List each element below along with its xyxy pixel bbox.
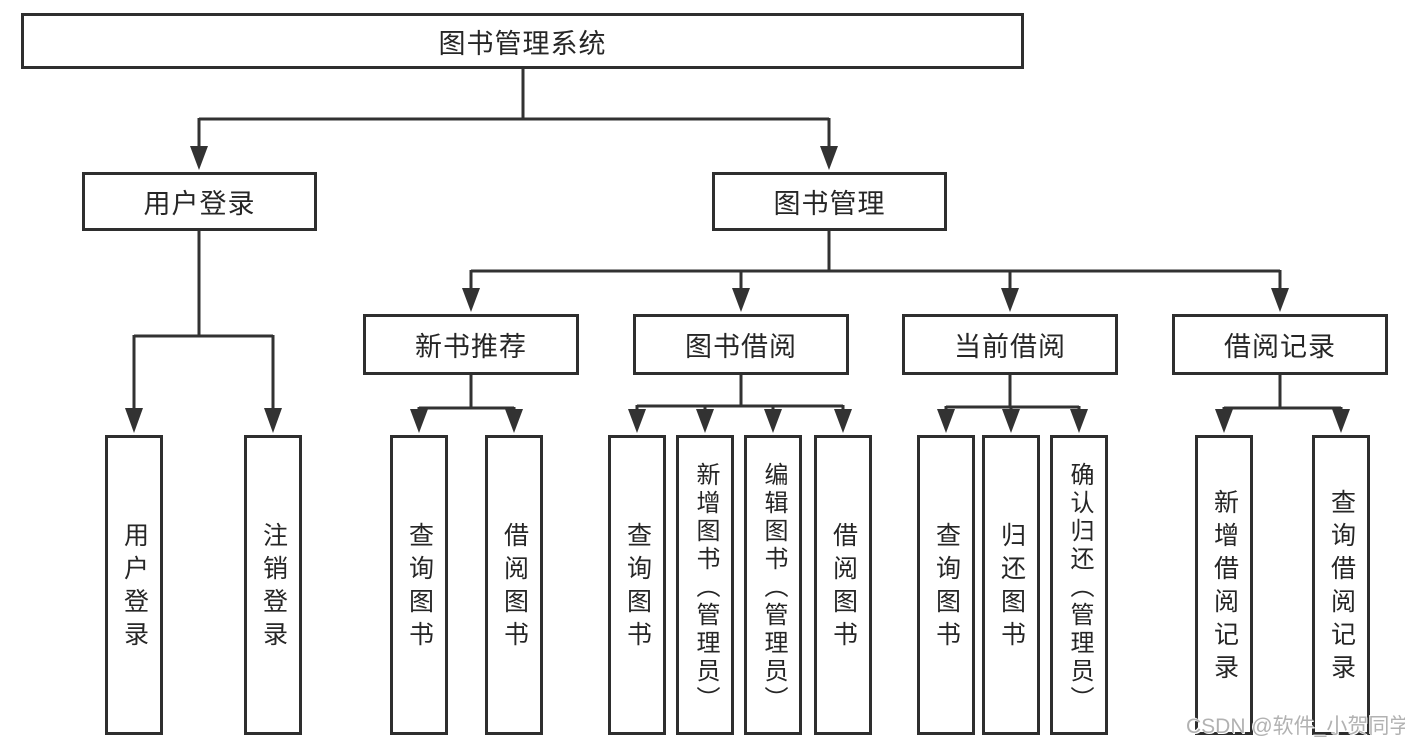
node-borrowing-label: 图书借阅: [685, 332, 797, 362]
arrowhead-icon: [505, 409, 523, 433]
leaf-user-login-label: 用户登录: [120, 522, 149, 654]
leaf-query-books-1: 查询图书: [390, 435, 448, 735]
node-borrowing: 图书借阅: [633, 314, 849, 375]
leaf-user-login: 用户登录: [105, 435, 163, 735]
leaf-confirm-return-admin-label: 确认归还（管理员）: [1066, 462, 1093, 714]
leaf-add-borrow-record-label: 新增借阅记录: [1210, 489, 1239, 687]
leaf-return-book-label: 归还图书: [997, 522, 1026, 654]
arrowhead-icon: [264, 408, 282, 433]
node-borrow-records-label: 借阅记录: [1224, 332, 1336, 362]
csdn-watermark: CSDN @软件_小贺同学: [1186, 715, 1405, 738]
node-current-borrow: 当前借阅: [902, 314, 1118, 375]
node-new-books: 新书推荐: [363, 314, 579, 375]
leaf-logout-label: 注销登录: [259, 522, 288, 654]
arrowhead-icon: [190, 146, 208, 170]
arrowhead-icon: [125, 408, 143, 433]
leaf-add-borrow-record: 新增借阅记录: [1195, 435, 1253, 735]
leaf-query-borrow-record: 查询借阅记录: [1312, 435, 1370, 735]
leaf-add-book-admin-label: 新增图书（管理员）: [692, 462, 719, 714]
node-root-label: 图书管理系统: [438, 28, 607, 59]
leaf-query-books-2: 查询图书: [608, 435, 666, 735]
leaf-borrow-books-2-label: 借阅图书: [829, 522, 858, 654]
node-current-borrow-label: 当前借阅: [954, 332, 1066, 362]
node-book-mgmt: 图书管理: [712, 172, 947, 231]
arrowhead-icon: [1215, 409, 1233, 433]
leaf-logout: 注销登录: [244, 435, 302, 735]
node-new-books-label: 新书推荐: [415, 332, 527, 362]
arrowhead-icon: [1070, 409, 1088, 433]
node-book-mgmt-label: 图书管理: [773, 189, 886, 219]
arrowhead-icon: [696, 409, 714, 433]
leaf-add-book-admin: 新增图书（管理员）: [676, 435, 734, 735]
arrowhead-icon: [1002, 409, 1020, 433]
leaf-confirm-return-admin: 确认归还（管理员）: [1050, 435, 1108, 735]
arrowheads-group: [125, 146, 1350, 433]
node-user-login-label: 用户登录: [143, 189, 256, 219]
arrowhead-icon: [1001, 288, 1019, 312]
arrowhead-icon: [764, 409, 782, 433]
arrowhead-icon: [820, 146, 838, 170]
arrowhead-icon: [1332, 409, 1350, 433]
leaf-query-borrow-record-label: 查询借阅记录: [1327, 489, 1356, 687]
leaf-query-books-1-label: 查询图书: [405, 522, 434, 654]
arrowhead-icon: [462, 288, 480, 312]
leaf-borrow-books-1-label: 借阅图书: [500, 522, 529, 654]
node-root: 图书管理系统: [21, 13, 1024, 69]
leaf-query-books-3-label: 查询图书: [932, 522, 961, 654]
leaf-query-books-3: 查询图书: [917, 435, 975, 735]
leaf-return-book: 归还图书: [982, 435, 1040, 735]
arrowhead-icon: [410, 409, 428, 433]
leaf-borrow-books-2: 借阅图书: [814, 435, 872, 735]
arrowhead-icon: [628, 409, 646, 433]
arrowhead-icon: [1271, 288, 1289, 312]
leaf-edit-book-admin: 编辑图书（管理员）: [744, 435, 802, 735]
leaf-borrow-books-1: 借阅图书: [485, 435, 543, 735]
arrowhead-icon: [732, 288, 750, 312]
arrowhead-icon: [937, 409, 955, 433]
node-user-login: 用户登录: [82, 172, 317, 231]
node-borrow-records: 借阅记录: [1172, 314, 1388, 375]
leaf-query-books-2-label: 查询图书: [623, 522, 652, 654]
arrowhead-icon: [834, 409, 852, 433]
leaf-edit-book-admin-label: 编辑图书（管理员）: [760, 462, 787, 714]
